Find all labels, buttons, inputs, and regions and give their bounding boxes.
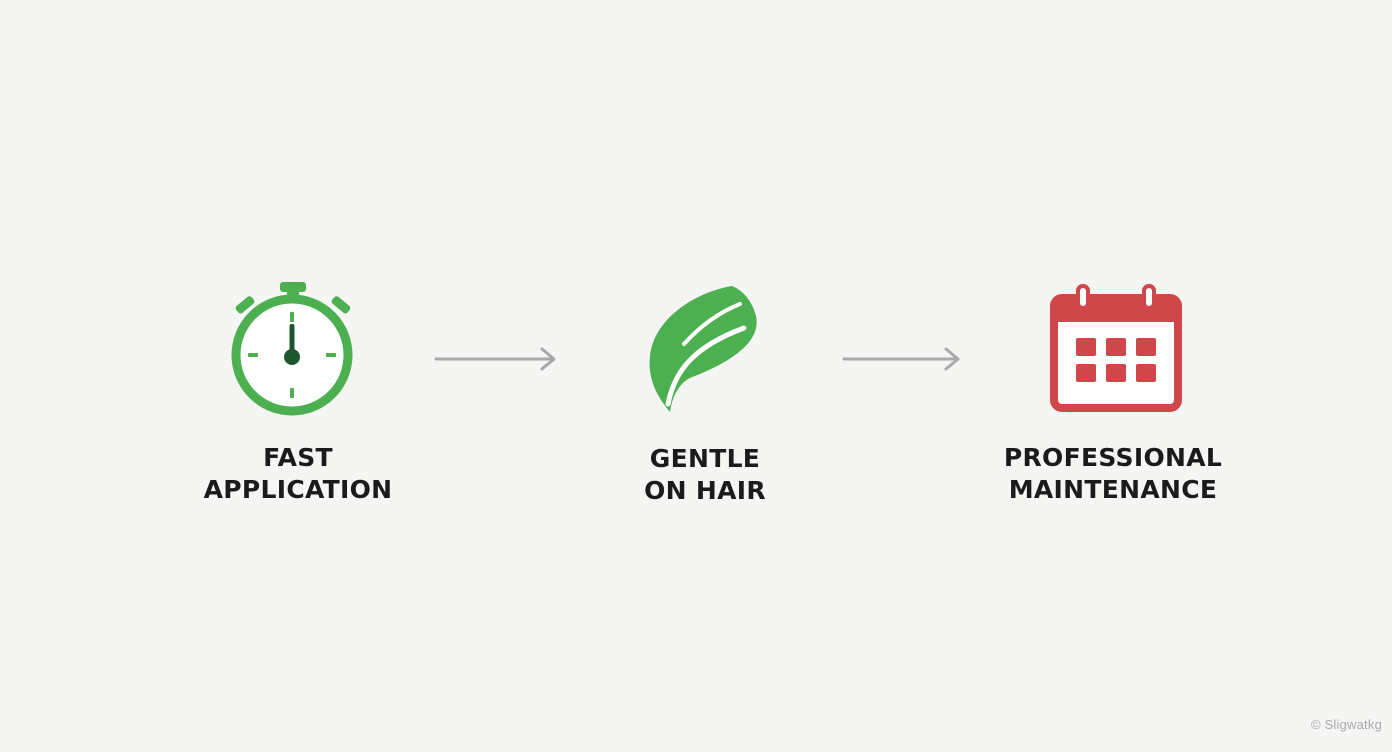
watermark: © Sligwatkg (1310, 717, 1382, 732)
arrow-right-icon (434, 347, 556, 371)
calendar-icon (1050, 284, 1182, 412)
step-label-line: APPLICATION (203, 475, 393, 504)
leaf-icon (649, 286, 757, 412)
step-label-line: GENTLE (649, 444, 761, 473)
stopwatch-icon (231, 282, 353, 416)
step-label-line: ON HAIR (644, 476, 766, 505)
step-label-line: FAST (263, 443, 333, 472)
step-label-fast-application: FAST APPLICATION (148, 442, 448, 506)
arrow-right-icon (842, 347, 960, 371)
step-label-professional-maintenance: PROFESSIONAL MAINTENANCE (963, 442, 1263, 506)
step-label-line: PROFESSIONAL (1003, 443, 1223, 472)
step-label-line: MAINTENANCE (1008, 475, 1218, 504)
step-label-gentle-on-hair: GENTLE ON HAIR (555, 443, 855, 507)
